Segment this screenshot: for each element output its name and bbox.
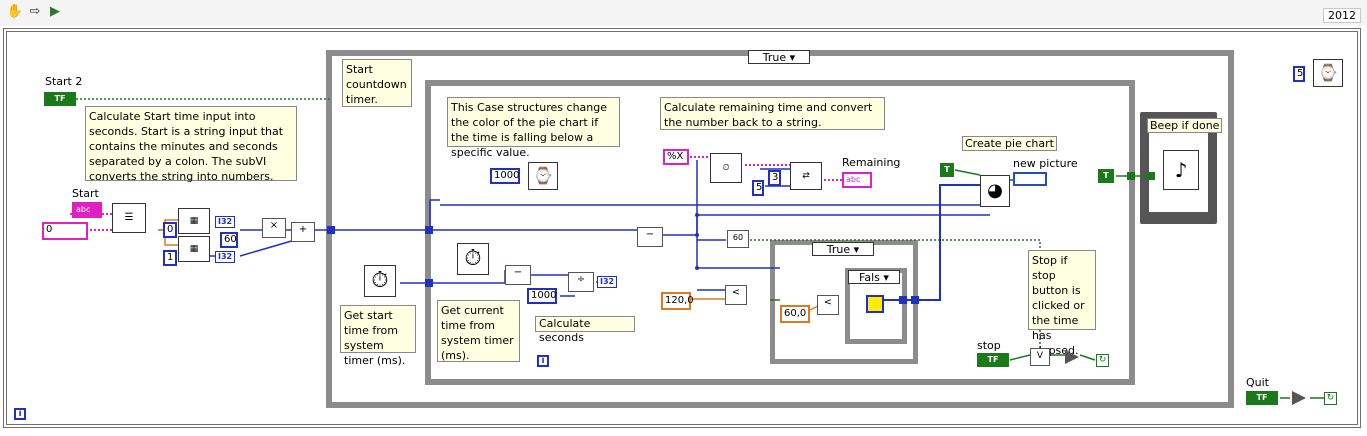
toolbar: ✋ ⇨ ▶ 2012 xyxy=(0,0,1367,26)
constant-5-fmt[interactable]: 5 xyxy=(752,180,764,196)
note-countdown: Start countdown timer. xyxy=(342,59,412,107)
constant-120[interactable]: 120,0 xyxy=(661,292,694,310)
remaining-indicator[interactable]: abc xyxy=(842,172,872,188)
case-selector-small[interactable]: True ▾ xyxy=(812,242,874,256)
arrow-icon[interactable]: ⇨ xyxy=(29,4,41,19)
constant-3[interactable]: 3 xyxy=(768,170,781,186)
subtract-primitive-1[interactable]: − xyxy=(505,265,531,285)
constant-60-float[interactable]: 60,0 xyxy=(780,305,810,323)
note-case-color: This Case structures change the color of… xyxy=(447,97,620,159)
create-pie-label: Create pie chart xyxy=(962,136,1057,151)
add-primitive[interactable]: + xyxy=(291,222,315,242)
quit-label: Quit xyxy=(1246,376,1269,389)
quit-condition-icon[interactable]: ↻ xyxy=(1324,392,1337,405)
less-than-primitive-2[interactable]: < xyxy=(817,295,839,315)
less-than-primitive-1[interactable]: < xyxy=(725,285,747,305)
case-selector-tiny[interactable]: Fals ▾ xyxy=(848,270,900,284)
run-icon[interactable]: ▶ xyxy=(50,4,60,19)
constant-60[interactable]: 60 xyxy=(220,232,238,248)
greater-than-60-primitive[interactable]: 60 xyxy=(727,230,749,248)
case-selector-outer[interactable]: True ▾ xyxy=(748,50,810,64)
new-picture-label: new picture xyxy=(1013,157,1078,170)
info-icon-inner: i xyxy=(537,355,549,367)
new-picture-indicator[interactable] xyxy=(1013,172,1047,186)
format-datetime-icon[interactable]: ⏲ xyxy=(710,153,742,183)
tick-count-start-icon[interactable]: ⏱ xyxy=(364,265,396,297)
start-label: Start xyxy=(72,187,99,200)
to-i32-b[interactable]: I32 xyxy=(215,251,236,263)
info-icon-outer: i xyxy=(14,408,26,420)
or-primitive[interactable]: V xyxy=(1030,348,1050,366)
not-primitive[interactable] xyxy=(1065,350,1079,364)
constant-1000-wait[interactable]: 1000 xyxy=(490,168,520,184)
stop-condition-icon[interactable]: ↻ xyxy=(1096,354,1109,367)
stop-label: stop xyxy=(977,339,1001,352)
version-year: 2012 xyxy=(1323,8,1361,23)
while-loop-frame xyxy=(3,28,1361,428)
index-constant-0[interactable]: 0 xyxy=(163,222,177,238)
number-to-string-icon[interactable]: ⇄ xyxy=(790,162,822,190)
note-calc-seconds: Calculate seconds xyxy=(535,316,635,344)
constant-1000-div[interactable]: 1000 xyxy=(527,288,557,304)
string-constant-0[interactable]: 0 xyxy=(42,222,88,240)
note-start-time: Calculate Start time input into seconds.… xyxy=(85,106,297,183)
not-primitive-quit[interactable] xyxy=(1292,391,1306,405)
quit-button[interactable]: TF xyxy=(1246,391,1278,405)
note-stop-if: Stop if stop button is clicked or the ti… xyxy=(1028,250,1096,357)
wait-icon-top[interactable]: ⌚ xyxy=(1313,59,1343,87)
tick-count-current-icon[interactable]: ⏱ xyxy=(457,243,489,275)
beep-icon[interactable]: ♪ xyxy=(1163,150,1199,190)
multiply-primitive[interactable]: × xyxy=(262,218,286,238)
index-array-icon-2[interactable]: ▦ xyxy=(178,236,210,262)
start2-control[interactable]: TF xyxy=(44,92,76,106)
subtract-primitive-2[interactable]: − xyxy=(637,227,663,247)
format-string-constant[interactable]: %X xyxy=(663,149,689,165)
bool-constant-true-beep[interactable]: T xyxy=(1098,169,1114,183)
note-remaining: Calculate remaining time and convert the… xyxy=(660,97,885,130)
string-split-subvi[interactable]: ☰ xyxy=(112,203,146,233)
constant-5-wait[interactable]: 5 xyxy=(1293,66,1305,82)
beep-label: Beep if done xyxy=(1147,118,1223,133)
start2-label: Start 2 xyxy=(45,75,83,88)
hand-tool-icon[interactable]: ✋ xyxy=(6,4,24,19)
remaining-label: Remaining xyxy=(842,156,901,169)
bool-constant-true-pie[interactable]: T xyxy=(940,163,954,177)
index-constant-1[interactable]: 1 xyxy=(163,250,177,266)
to-i32-a[interactable]: I32 xyxy=(215,216,236,228)
wait-ms-icon[interactable]: ⌚ xyxy=(528,162,558,190)
to-i32-c[interactable]: I32 xyxy=(597,276,618,288)
pie-chart-icon[interactable]: ◕ xyxy=(980,175,1010,207)
note-get-current: Get current time from system timer (ms). xyxy=(437,300,520,362)
start-string-control[interactable]: abc xyxy=(72,202,102,218)
color-constant[interactable] xyxy=(866,295,884,313)
note-get-start: Get start time from system timer (ms). xyxy=(340,305,416,367)
stop-button[interactable]: TF xyxy=(977,353,1009,367)
divide-primitive[interactable]: ÷ xyxy=(568,272,594,292)
index-array-icon-1[interactable]: ▦ xyxy=(178,208,210,234)
